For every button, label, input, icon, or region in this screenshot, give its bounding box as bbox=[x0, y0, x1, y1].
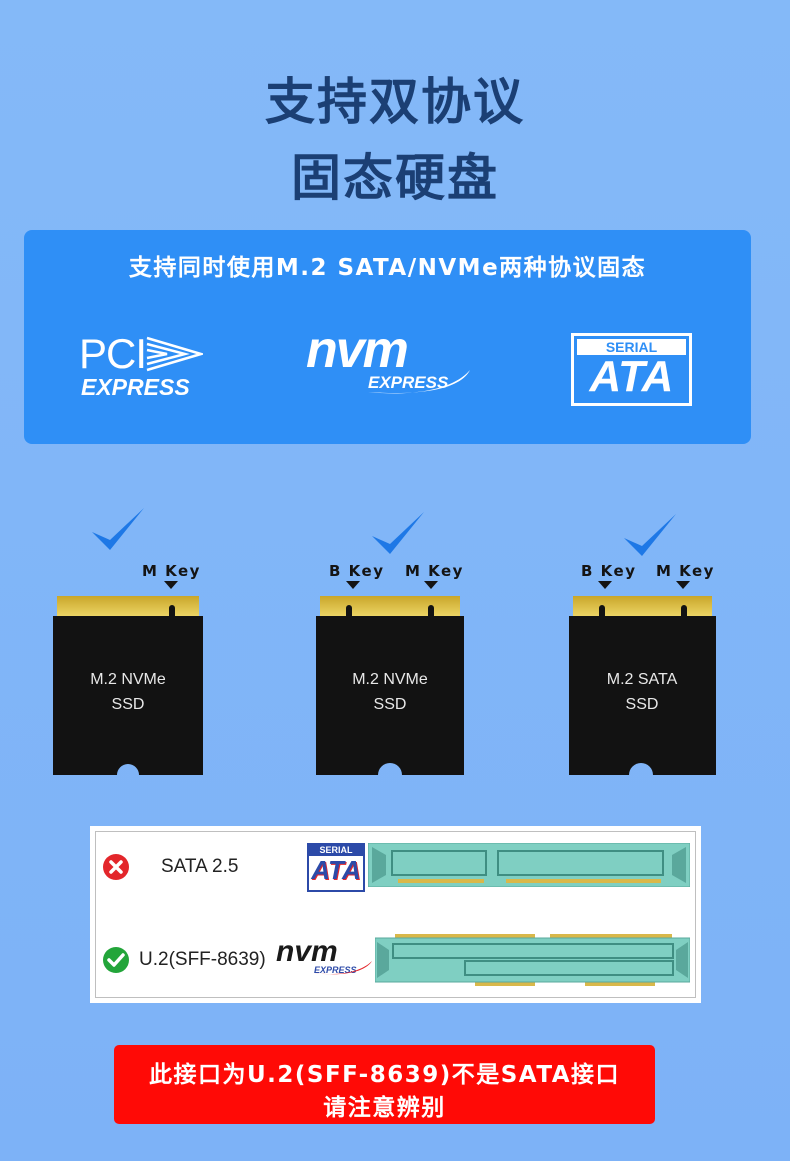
u2-connector-icon bbox=[375, 934, 690, 986]
key-arrow-icon bbox=[424, 581, 438, 589]
protocols-heading: 支持同时使用M.2 SATA/NVMe两种协议固态 bbox=[128, 255, 647, 281]
ssd1-label-line2: SSD bbox=[111, 696, 145, 713]
sata-25-label: SATA 2.5 bbox=[161, 856, 239, 877]
ssd2-label-line1: M.2 NVMe bbox=[352, 671, 428, 688]
small-sata-bottom: ATA bbox=[311, 855, 361, 885]
nvme-swoosh-icon bbox=[314, 961, 372, 975]
serial-ata-logo: SERIAL ATA bbox=[571, 333, 692, 406]
ssd1-m-key-card bbox=[53, 596, 203, 775]
key-arrow-icon bbox=[676, 581, 690, 589]
ssd2-key-b: B Key bbox=[329, 562, 385, 580]
nvme-logo-top: nvm bbox=[306, 321, 409, 379]
small-nvme-bottom: EXPRESS bbox=[314, 965, 357, 975]
key-arrow-icon bbox=[164, 581, 178, 589]
check-icon bbox=[92, 508, 144, 550]
warning-line2: 请注意辨别 bbox=[323, 1095, 446, 1121]
warning-banner: 此接口为U.2(SFF-8639)不是SATA接口 请注意辨别 bbox=[114, 1045, 655, 1124]
serial-ata-logo: SERIAL ATA bbox=[307, 843, 365, 892]
warning-line1: 此接口为U.2(SFF-8639)不是SATA接口 bbox=[148, 1062, 621, 1088]
ssd1-label-line1: M.2 NVMe bbox=[90, 671, 166, 688]
headline-line2: 固态硬盘 bbox=[291, 149, 499, 207]
ssd3-key-b: B Key bbox=[581, 562, 637, 580]
serial-ata-logo-top: SERIAL bbox=[577, 339, 686, 355]
check-icon bbox=[624, 514, 676, 556]
ssd1-key-m: M Key bbox=[142, 562, 201, 580]
ssd2-bm-key-card bbox=[316, 596, 464, 775]
ssd2-label-line2: SSD bbox=[373, 696, 407, 713]
comparison-frame bbox=[95, 831, 696, 998]
small-sata-top: SERIAL bbox=[309, 845, 363, 856]
nvme-logo-bottom: EXPRESS bbox=[368, 373, 449, 392]
serial-ata-logo-bottom: ATA bbox=[589, 352, 674, 401]
key-arrow-icon bbox=[346, 581, 360, 589]
sata-connector-icon bbox=[368, 843, 690, 887]
pcie-logo: PCI EXPRESS bbox=[79, 330, 219, 405]
nvme-express-logo: nvm EXPRESS bbox=[276, 935, 376, 979]
ssd3-label-line1: M.2 SATA bbox=[606, 671, 678, 688]
key-arrow-icon bbox=[598, 581, 612, 589]
small-nvme-top: nvm bbox=[276, 935, 338, 968]
cross-icon bbox=[103, 854, 129, 880]
check-icon bbox=[372, 512, 424, 554]
connector-comparison: SATA 2.5 SERIAL ATA U.2(SFF-8639) nvm EX… bbox=[90, 826, 701, 1003]
protocols-panel: 支持同时使用M.2 SATA/NVMe两种协议固态 PCI EXPRESS nv… bbox=[24, 230, 751, 444]
ssd3-label-line2: SSD bbox=[625, 696, 659, 713]
nvme-logo: nvm EXPRESS bbox=[306, 321, 476, 406]
check-icon bbox=[103, 947, 129, 973]
pcie-logo-top: PCI bbox=[79, 330, 147, 377]
ssd3-key-m: M Key bbox=[656, 562, 715, 580]
u2-label: U.2(SFF-8639) bbox=[139, 949, 266, 970]
pcie-logo-bottom: EXPRESS bbox=[81, 374, 190, 400]
ssd3-bm-key-card bbox=[569, 596, 716, 775]
headline-line1: 支持双协议 bbox=[265, 73, 525, 131]
ssd2-key-m: M Key bbox=[405, 562, 464, 580]
nvme-swoosh-icon bbox=[368, 370, 470, 394]
pcie-chevron-icon bbox=[146, 336, 203, 372]
